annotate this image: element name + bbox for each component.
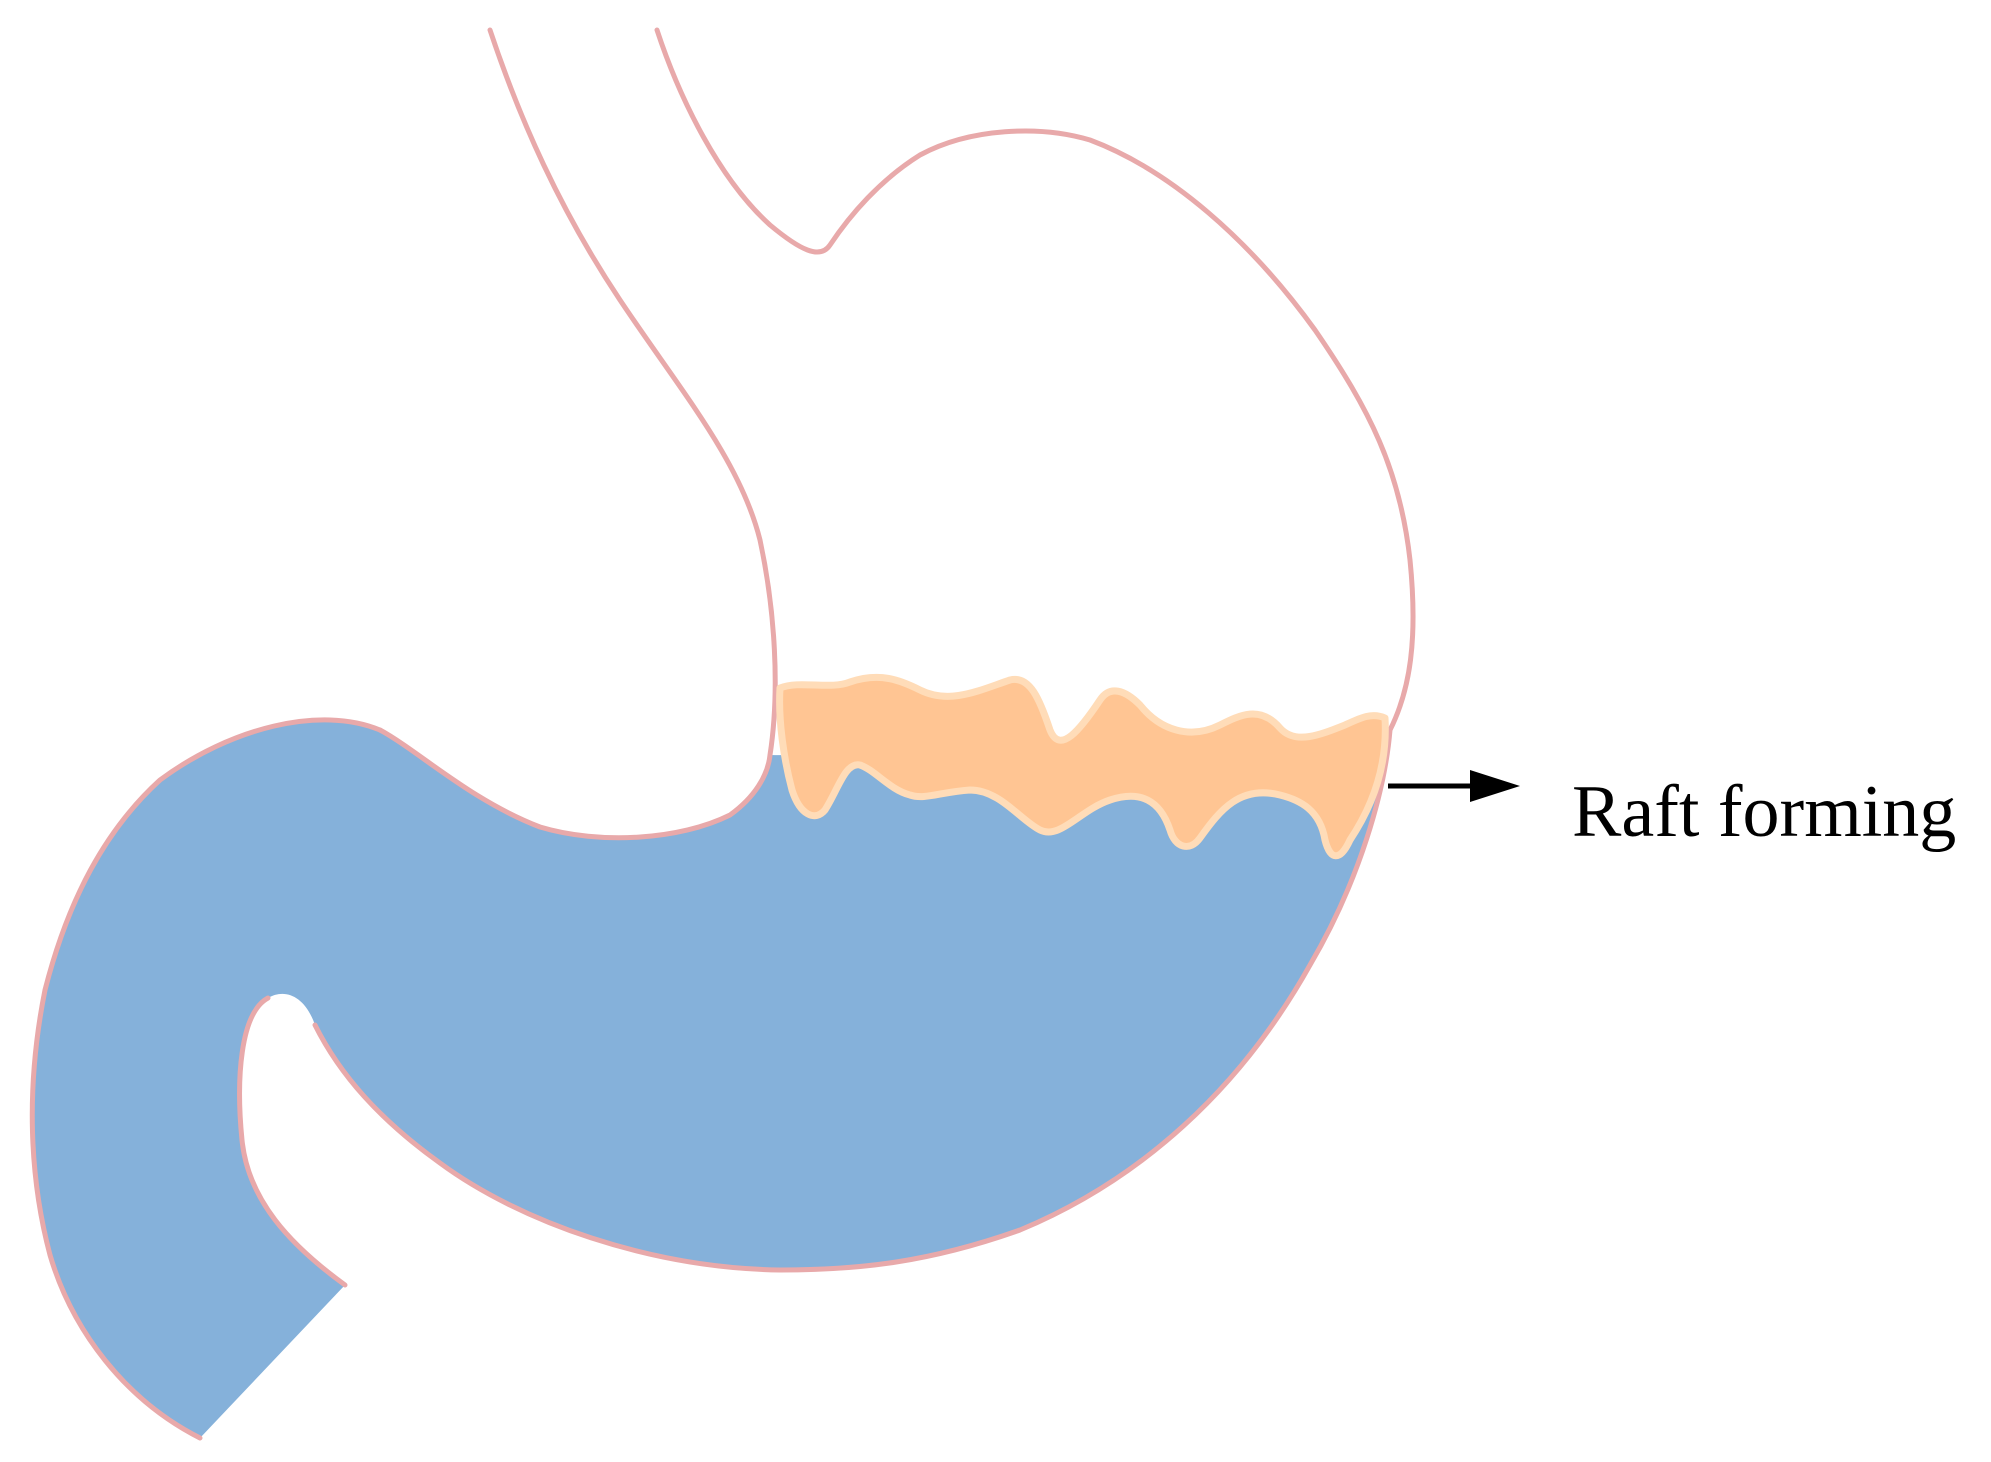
stomach-outer-wall — [312, 27, 1416, 1273]
raft-forming-label: Raft forming — [1572, 771, 1956, 853]
stomach-inner-wall — [377, 27, 778, 841]
gastric-contents — [32, 719, 1390, 1438]
arrow-head — [1470, 770, 1520, 802]
raft-layer — [776, 673, 1389, 860]
duodenum-outer-outline — [29, 717, 383, 1441]
duodenum-outline — [237, 995, 348, 1288]
